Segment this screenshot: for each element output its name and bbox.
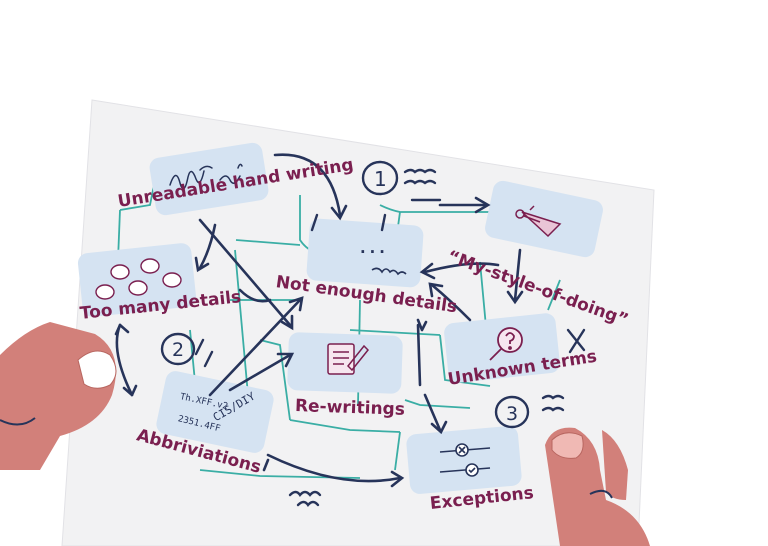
box-not-enough [306,218,424,288]
marker-2: 2 [160,332,196,366]
marker-1: 1 [361,160,399,196]
speech-bubbles-icon [95,258,182,300]
not-enough-dots: ... [358,238,387,257]
box-unreadable [149,142,269,216]
ink-arrows [114,153,524,488]
right-hand [545,427,650,546]
left-hand [0,322,117,470]
box-rewritings [287,332,403,394]
sliders-icon [439,443,491,477]
marker-1-text: 1 [374,167,387,191]
scribble-icon [169,163,243,190]
box-my-style [485,180,603,258]
box-unknown-terms [444,313,560,383]
box-abbreviations [156,371,274,453]
marker-3-text: 3 [506,403,518,425]
label-re-writings: Re-writings [294,396,406,420]
magnifier-question-icon [489,327,523,361]
box-exceptions [406,426,522,494]
ink-strokes [194,168,586,508]
document-pen-icon [327,343,370,375]
marker-2-text: 2 [172,339,184,361]
marker-3: 3 [494,395,530,429]
box-too-many [77,243,197,317]
superhero-icon [515,205,562,238]
